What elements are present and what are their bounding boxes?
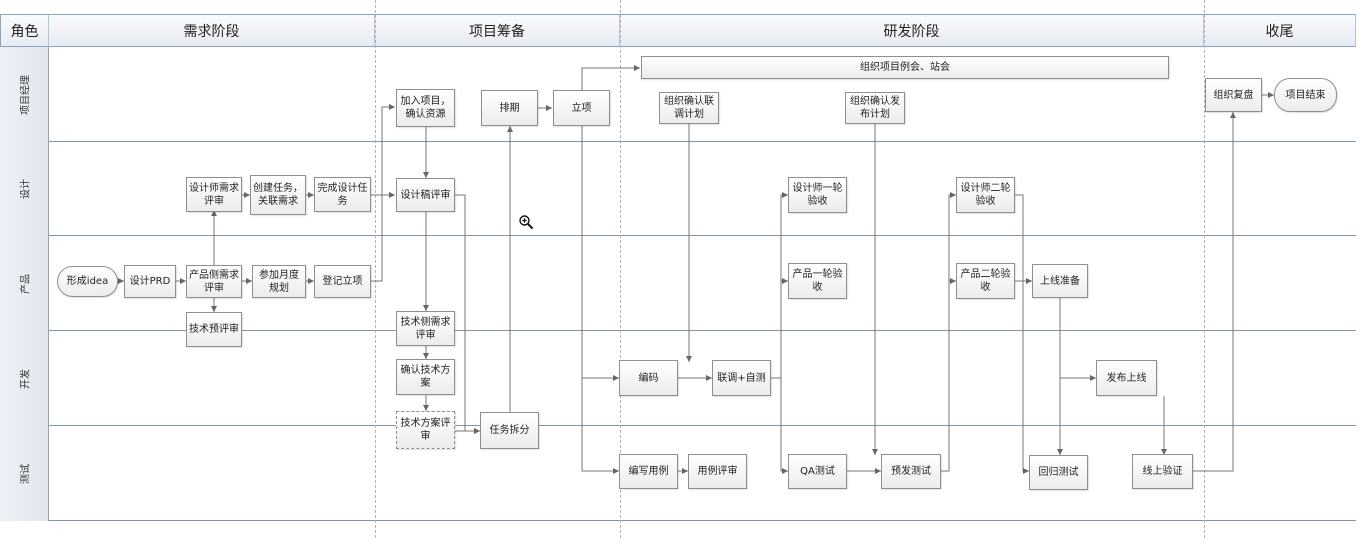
lane-dev	[0, 331, 1356, 426]
node-launch-prep: 上线准备	[1032, 264, 1088, 298]
node-schedule: 排期	[481, 90, 538, 126]
lane-label-dev: 开发	[0, 331, 49, 426]
node-form-idea: 形成idea	[57, 266, 118, 297]
node-tech-review: 技术侧需求评审	[396, 311, 455, 346]
phase-separator	[375, 0, 376, 538]
header-phase-requirements: 需求阶段	[49, 14, 375, 47]
node-org-release-plan: 组织确认发布计划	[845, 92, 905, 124]
lane-label-product: 产品	[0, 236, 49, 331]
node-org-joint-debug: 组织确认联调计划	[659, 92, 719, 124]
node-meetings: 组织项目例会、站会	[641, 56, 1169, 79]
node-org-retro: 组织复盘	[1205, 78, 1262, 112]
node-joint-debug: 联调+自测	[712, 360, 771, 396]
lane-label-test: 测试	[0, 426, 49, 521]
node-project-end: 项目结束	[1274, 78, 1337, 112]
node-tech-plan-review: 技术方案评审	[396, 411, 455, 449]
node-confirm-tech-plan: 确认技术方案	[396, 359, 455, 395]
lane-project-manager	[0, 47, 1356, 142]
node-design-draft-review: 设计稿评审	[396, 178, 455, 212]
lane-label-design: 设计	[0, 142, 49, 236]
phase-separator	[1204, 0, 1205, 538]
header-phase-closing: 收尾	[1204, 14, 1356, 47]
node-approve: 立项	[553, 90, 610, 126]
node-tech-prereview: 技术预评审	[186, 312, 242, 347]
node-designer-check2: 设计师二轮验收	[956, 177, 1015, 213]
header-role: 角色	[0, 14, 49, 47]
node-register-project: 登记立项	[314, 265, 371, 298]
node-join-project: 加入项目，确认资源	[396, 89, 455, 127]
lane-test	[0, 426, 1356, 521]
node-qa-test: QA测试	[788, 454, 847, 489]
node-designer-check1: 设计师一轮验收	[788, 177, 847, 213]
zoom-in-icon[interactable]	[518, 214, 534, 230]
lane-product	[0, 236, 1356, 331]
node-case-review: 用例评审	[688, 454, 747, 489]
lane-label-project-manager: 项目经理	[0, 47, 49, 142]
node-online-verify: 线上验证	[1132, 454, 1193, 489]
node-coding: 编码	[619, 360, 678, 396]
node-designer-review: 设计师需求评审	[186, 177, 242, 212]
node-create-task: 创建任务，关联需求	[250, 175, 306, 215]
phase-separator	[620, 0, 621, 538]
node-regression-test: 回归测试	[1029, 455, 1088, 490]
header-phase-development: 研发阶段	[620, 14, 1204, 47]
node-release: 发布上线	[1096, 360, 1157, 396]
node-write-cases: 编写用例	[619, 454, 678, 489]
node-product-check2: 产品二轮验收	[956, 263, 1015, 299]
node-pre-release-test: 预发测试	[881, 454, 941, 489]
node-product-review: 产品侧需求评审	[186, 265, 242, 298]
node-finish-design-task: 完成设计任务	[314, 177, 371, 212]
node-design-prd: 设计PRD	[124, 265, 176, 298]
node-product-check1: 产品一轮验收	[788, 263, 847, 299]
lane-design	[0, 142, 1356, 236]
node-task-split: 任务拆分	[480, 412, 539, 449]
node-monthly-plan: 参加月度规划	[252, 265, 306, 298]
header-phase-preparation: 项目筹备	[375, 14, 620, 47]
